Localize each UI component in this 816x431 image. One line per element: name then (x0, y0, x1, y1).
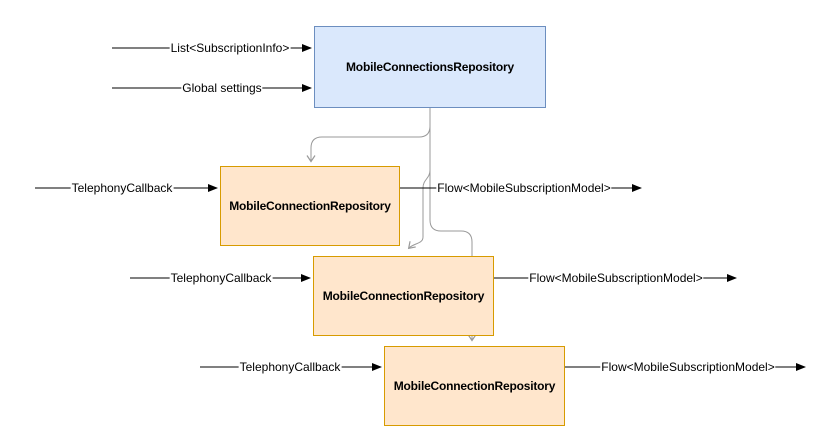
node-mobile-connection-repository-1: MobileConnectionRepository (220, 166, 400, 246)
input-label-telephony-callback-3: TelephonyCallback (238, 360, 342, 374)
node-mobile-connections-repository: MobileConnectionsRepository (314, 26, 546, 108)
node-label: MobileConnectionsRepository (346, 60, 514, 74)
node-label: MobileConnectionRepository (229, 199, 391, 213)
output-label-flow-3: Flow<MobileSubscriptionModel> (600, 360, 776, 374)
node-label: MobileConnectionRepository (393, 379, 556, 393)
node-mobile-connection-repository-2: MobileConnectionRepository (313, 256, 494, 336)
input-label-telephony-callback-1: TelephonyCallback (70, 181, 174, 195)
connector-main-to-repo-1 (306, 108, 431, 163)
input-label-subscription-list: List<SubscriptionInfo> (169, 41, 291, 55)
connector-main-to-repo-2 (407, 108, 431, 250)
output-label-flow-1: Flow<MobileSubscriptionModel> (436, 181, 612, 195)
connector-main-to-repo-3 (429, 108, 477, 342)
node-mobile-connection-repository-3: MobileConnectionRepository (384, 346, 565, 426)
node-label: MobileConnectionRepository (322, 289, 485, 303)
input-label-global-settings: Global settings (181, 81, 263, 95)
input-label-telephony-callback-2: TelephonyCallback (169, 271, 273, 285)
output-label-flow-2: Flow<MobileSubscriptionModel> (528, 271, 704, 285)
